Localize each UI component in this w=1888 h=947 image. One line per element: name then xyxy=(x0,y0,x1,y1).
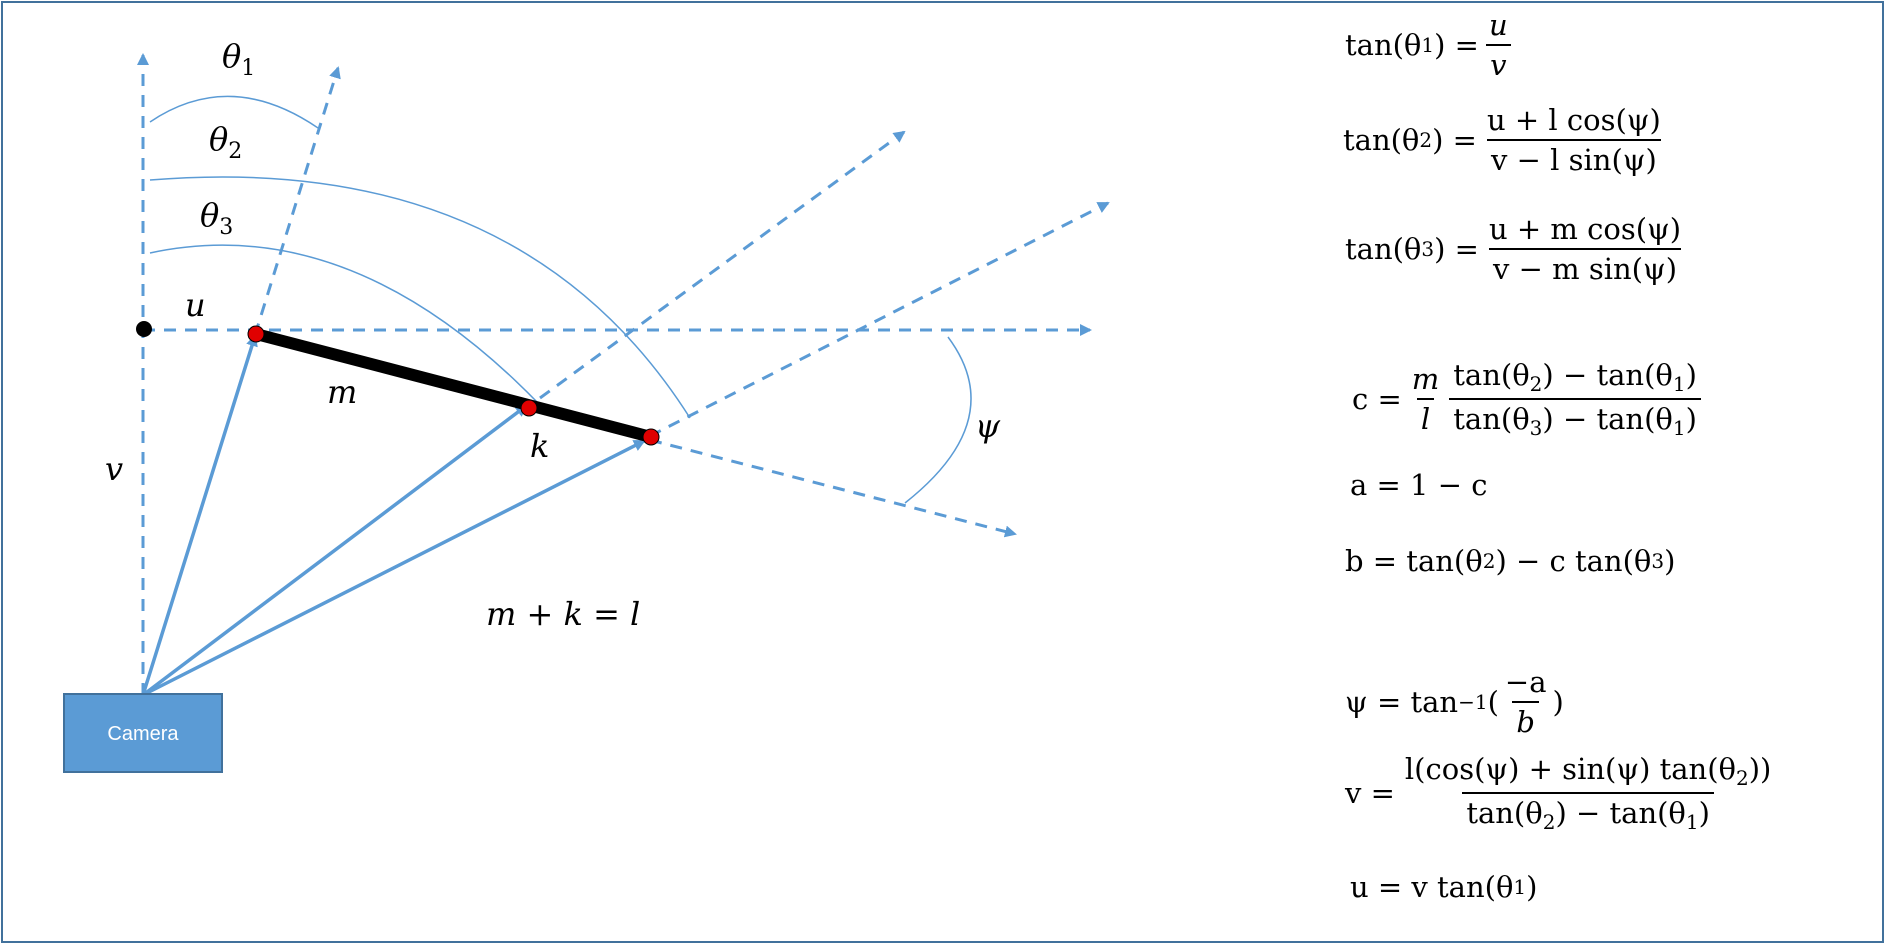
psi-label: ψ xyxy=(975,407,1001,445)
theta2-label: θ2 xyxy=(209,120,242,164)
origin-point xyxy=(136,321,152,337)
v-label: v xyxy=(105,450,123,488)
point-2 xyxy=(520,399,538,417)
vector-to-point-1 xyxy=(141,334,258,696)
point-1 xyxy=(247,325,265,343)
camera-label: Camera xyxy=(107,723,179,745)
vector-to-point-2 xyxy=(141,404,528,697)
theta1-arc xyxy=(149,95,319,129)
ray-psi xyxy=(649,438,1017,538)
theta3-arc xyxy=(149,244,539,404)
length-relation: m + k = l xyxy=(486,595,640,633)
point-3 xyxy=(642,428,660,446)
ray-theta3 xyxy=(649,201,1110,438)
equation-a: a = 1 − c xyxy=(1350,468,1488,502)
theta3-label: θ3 xyxy=(200,196,233,240)
ray-theta2 xyxy=(539,130,906,400)
psi-arc xyxy=(904,336,972,504)
u-label: u xyxy=(185,286,206,324)
camera-box xyxy=(63,693,223,773)
m-label: m xyxy=(327,373,357,411)
rod xyxy=(254,328,653,443)
k-label: k xyxy=(530,427,549,465)
theta1-label: θ1 xyxy=(222,37,255,81)
vector-to-point-3 xyxy=(142,439,646,697)
equation-v: v = l(cos(ψ) + sin(ψ) tan(θ2)) tan(θ2) −… xyxy=(1345,752,1772,834)
ray-theta1 xyxy=(253,66,341,336)
theta2-arc xyxy=(149,176,691,419)
